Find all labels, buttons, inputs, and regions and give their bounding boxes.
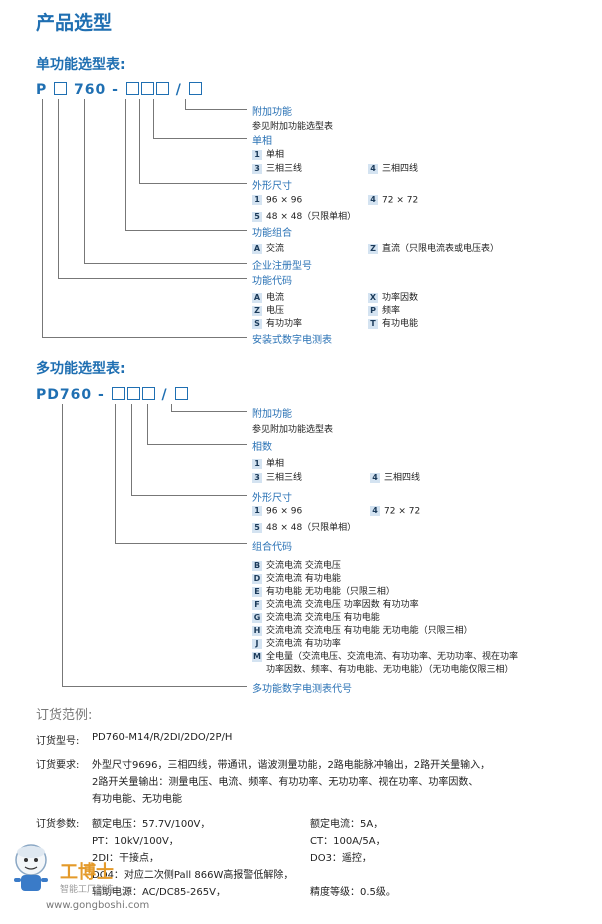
param-di: 2DI：干接点，	[92, 853, 160, 864]
logo-cn-text: 工博士	[60, 862, 114, 883]
code-prefix: P	[36, 82, 48, 98]
code-box	[126, 387, 140, 400]
multi-combo-label: 组合代码	[252, 542, 292, 553]
code-prefix: PD760	[36, 387, 93, 403]
logo-subtitle: 智能工厂制造	[60, 885, 115, 895]
code-box	[155, 82, 169, 95]
single-model-code: P 760 - /	[36, 82, 203, 98]
page-title: 产品选型	[36, 12, 113, 34]
option-row-continued: 功率因数、频率、有功电能、无功电能）（无功电能仅限三相）	[266, 665, 514, 675]
addon-label: 附加功能	[252, 107, 292, 118]
code-box	[174, 387, 188, 400]
code-slash: /	[175, 82, 182, 98]
logo-url: www.gongboshi.com	[46, 900, 150, 911]
param-aux-power: 辅助电源：AC/DC85-265V，	[92, 887, 226, 898]
order-model-value: PD760-M14/R/2DI/2DO/2P/H	[92, 732, 233, 743]
order-req-line: 外型尺寸9696，三相四线，带通讯，谐波测量功能，2路电能脉冲输出，2路开关量输…	[92, 760, 491, 771]
order-req-line: 2路开关量输出：测量电压、电流、频率、有功功率、无功功率、视在功率、功率因数、	[92, 777, 479, 788]
single-section-title: 单功能选型表:	[36, 57, 126, 73]
param-voltage: 额定电压：57.7V/100V，	[92, 819, 211, 830]
code-box	[54, 82, 68, 95]
multi-phase-label: 相数	[252, 442, 272, 453]
code-dash: -	[112, 82, 119, 98]
meter-label: 安装式数字电测表	[252, 335, 332, 346]
code-box	[111, 387, 125, 400]
multi-shape-label: 外形尺寸	[252, 493, 292, 504]
order-model-label: 订货型号:	[36, 736, 80, 747]
order-title: 订货范例:	[36, 708, 93, 723]
addon-note: 参见附加功能选型表	[252, 122, 334, 132]
code-box	[188, 82, 202, 95]
param-accuracy: 精度等级：0.5级。	[310, 887, 396, 898]
mascot-logo-icon	[6, 838, 56, 898]
multi-model-code: PD760 - /	[36, 387, 189, 403]
code-slash: /	[161, 387, 168, 403]
param-do3: DO3：遥控，	[310, 853, 372, 864]
multi-meter-label: 多功能数字电测表代号	[252, 684, 352, 695]
reg-label: 企业注册型号	[252, 261, 312, 272]
param-ct: CT：100A/5A，	[310, 836, 386, 847]
order-param-label: 订货参数:	[36, 819, 80, 830]
order-req-line: 有功电能、无功电能	[92, 794, 182, 805]
order-req-label: 订货要求:	[36, 760, 80, 771]
multi-addon-label: 附加功能	[252, 409, 292, 420]
func-label: 功能代码	[252, 276, 292, 287]
multi-section-title: 多功能选型表:	[36, 361, 126, 377]
code-number: 760	[74, 82, 107, 98]
code-box	[141, 387, 155, 400]
multi-addon-note: 参见附加功能选型表	[252, 425, 334, 435]
code-box	[125, 82, 139, 95]
param-current: 额定电流：5A，	[310, 819, 384, 830]
param-pt: PT：10kV/100V，	[92, 836, 179, 847]
phase-label: 单相	[252, 136, 272, 147]
code-dash: -	[97, 387, 105, 403]
combo-label: 功能组合	[252, 228, 292, 239]
shape-label: 外形尺寸	[252, 181, 292, 192]
param-do4: DO4：对应二次侧Pall 866W高报警低解除，	[92, 870, 294, 881]
code-box	[140, 82, 154, 95]
